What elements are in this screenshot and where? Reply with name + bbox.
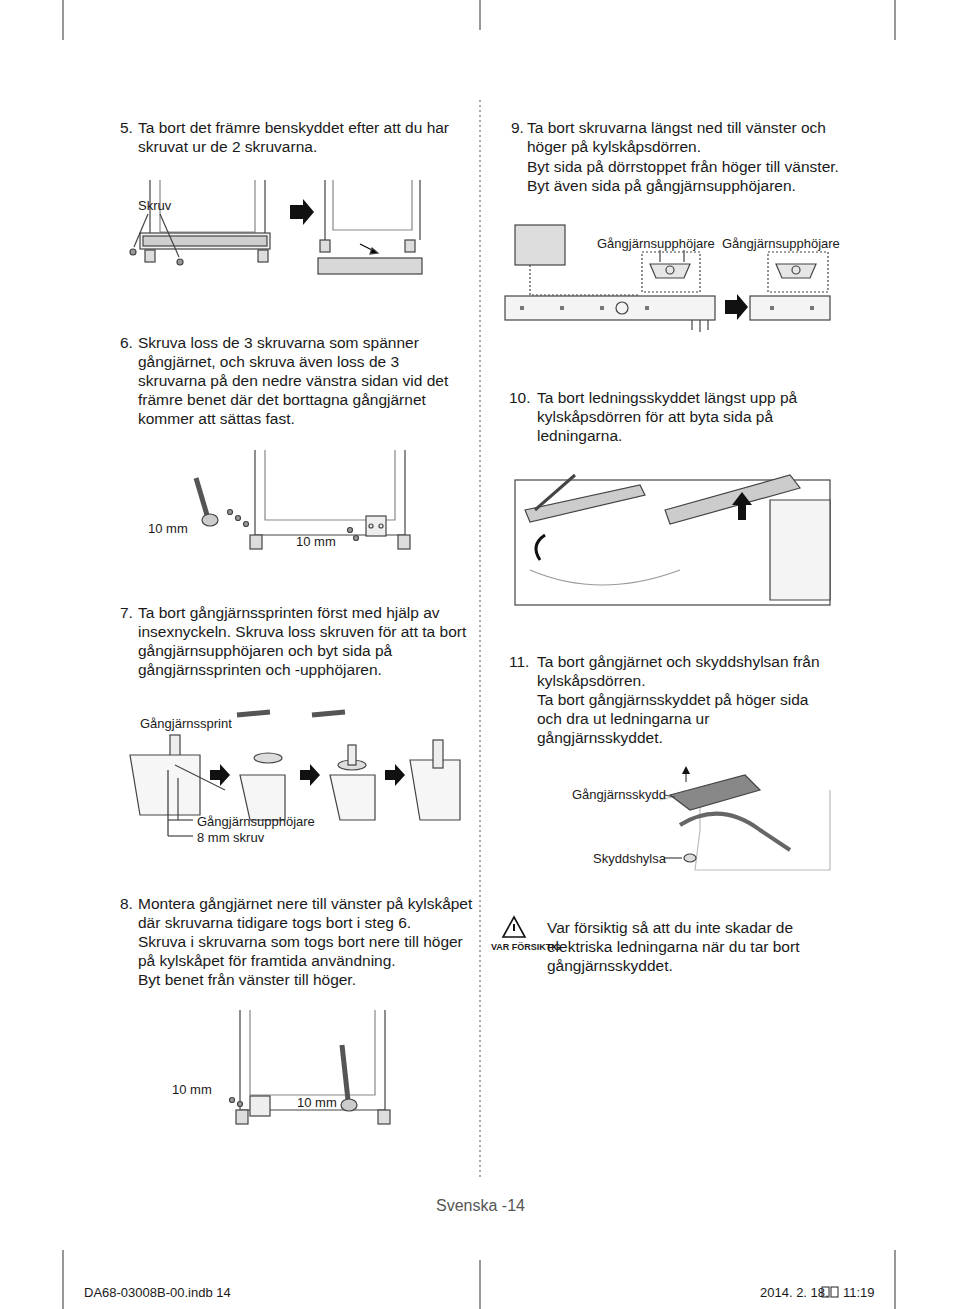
instruction-text: Ta bort gångjärnssprinten först med hjäl… — [138, 603, 478, 679]
dimension-label: 10 mm — [296, 534, 336, 549]
part-label: Skruv — [138, 198, 171, 213]
instruction-text: Ta bort gångjärnsskyddet på höger sida o… — [537, 690, 837, 747]
part-label: Gångjärnsupphöjare — [197, 814, 315, 829]
instruction-text: Byt benet från vänster till höger. — [138, 970, 478, 989]
step-number: 9. — [511, 118, 524, 137]
step-number: 5. — [120, 118, 133, 137]
instruction-text: Var försiktig så att du inte skadar de e… — [547, 918, 847, 975]
part-label: Skyddshylsa — [593, 851, 666, 866]
part-label: Gångjärnsupphöjare — [722, 236, 840, 251]
instruction-text: Byt även sida på gångjärnsupphöjaren. — [527, 176, 887, 195]
step-number: 7. — [120, 603, 133, 622]
instruction-text: Ta bort ledningsskyddet längst upp på ky… — [537, 388, 857, 445]
instruction-text: Skruva loss de 3 skruvarna som spänner g… — [138, 333, 470, 428]
part-label: 8 mm skruv — [197, 830, 264, 845]
part-label: Gångjärnsupphöjare — [597, 236, 715, 251]
dimension-label: 10 mm — [148, 521, 188, 536]
part-label: Gångjärnssprint — [140, 716, 232, 731]
instruction-text: Skruva i skruvarna som togs bort nere ti… — [138, 932, 483, 970]
dimension-label: 10 mm — [172, 1082, 212, 1097]
part-label: Gångjärnsskydd — [572, 787, 666, 802]
dimension-label: 10 mm — [297, 1095, 337, 1110]
print-mark: 11:19 — [843, 1285, 875, 1300]
print-mark: DA68-03008B-00.indb 14 — [84, 1285, 231, 1300]
instruction-text: Byt sida på dörrstoppet från höger till … — [527, 157, 887, 176]
instruction-text: Montera gångjärnet nere till vänster på … — [138, 894, 483, 932]
step-number: 6. — [120, 333, 133, 352]
print-mark: 2014. 2. 18. — [760, 1285, 829, 1300]
instruction-text: Ta bort det främre benskyddet efter att … — [138, 118, 483, 156]
instruction-text: Ta bort skruvarna längst ned till vänste… — [527, 118, 847, 156]
instruction-text: Ta bort gångjärnet och skyddshylsan från… — [537, 652, 837, 690]
step-number: 8. — [120, 894, 133, 913]
step-number: 10. — [509, 388, 531, 407]
step-number: 11. — [509, 652, 529, 671]
page-number: Svenska -14 — [436, 1196, 525, 1215]
